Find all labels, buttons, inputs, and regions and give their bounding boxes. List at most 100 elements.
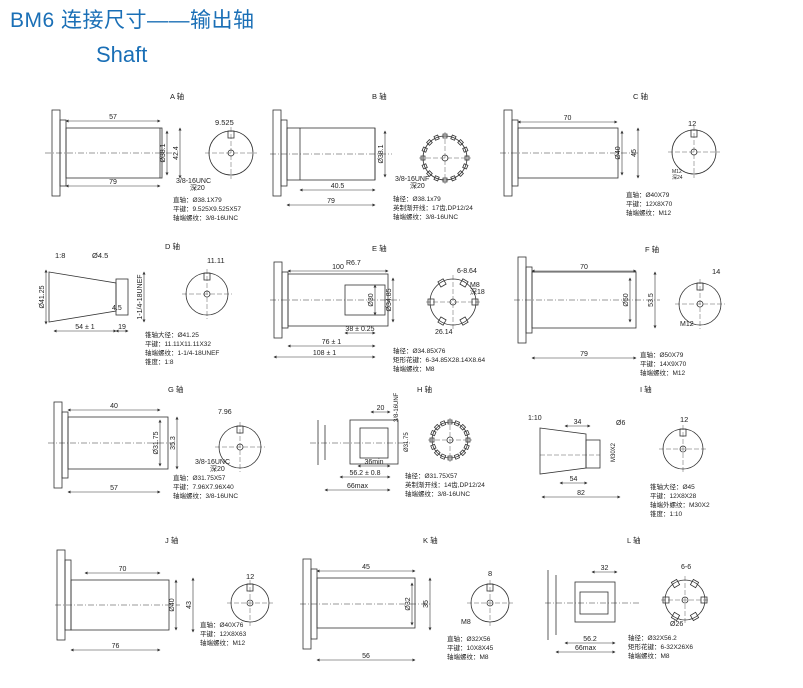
dimension-label: 34 [574, 419, 582, 426]
dim-label: 3/8-16UNF [394, 392, 400, 422]
spline-tooth [453, 420, 461, 427]
mounting-flange [272, 109, 282, 197]
dim-label: 7.96 [218, 409, 232, 416]
spline-tooth [670, 578, 681, 589]
spline-tooth [433, 175, 440, 182]
spec-line: 轴径：Ø34.85X76 [393, 346, 446, 355]
spline-tooth [459, 316, 469, 326]
dimension-label: 20 [377, 405, 385, 412]
dimension-label: 76 ± 1 [322, 339, 342, 346]
dimension-label: Ø50 [623, 293, 630, 306]
dim-label: M30X2 [611, 442, 617, 462]
spline-tooth [462, 146, 469, 153]
dim-label: 14 [712, 267, 720, 276]
spline-tooth [426, 139, 433, 146]
spline-tooth [433, 449, 441, 457]
spec-line: 轴端螺纹：3/8-16UNC [173, 491, 238, 500]
spec-line: 平键：10X8X45 [447, 643, 494, 652]
dimension-label: 56 [362, 653, 370, 660]
pilot [280, 119, 288, 187]
dim-label: 12 [680, 415, 688, 424]
dimension-label: 70 [119, 566, 127, 573]
dim-label: 深20 [210, 464, 225, 473]
spec-line: 矩形花键：6-32X26X6 [628, 642, 693, 651]
spec-line: 轴径：Ø31.75X57 [405, 471, 458, 480]
dimension-label: 32 [601, 565, 609, 572]
dim-label: 26.14 [435, 329, 453, 336]
dimension-label: Ø38.1 [378, 144, 385, 163]
dimension-label: Ø38.1 [160, 143, 167, 162]
dimension-label: 54 [570, 476, 578, 483]
dimension-label: 42.4 [173, 146, 180, 160]
shaft-label-C: C 轴 [633, 91, 648, 101]
pilot [61, 411, 69, 479]
mounting-flange [53, 401, 63, 489]
spec-line: 轴端螺纹：M12 [200, 638, 246, 647]
spline-tooth [670, 611, 681, 622]
dim-label: Ø31.75 [404, 432, 410, 452]
pilot [64, 559, 72, 631]
spec-line: 轴径：Ø38.1x79 [393, 194, 441, 203]
spec-line: 平键：9.525X9.525X57 [173, 204, 241, 213]
dim-label: 6-6 [681, 564, 691, 571]
dim-label: 深18 [470, 287, 485, 296]
spline-section-E [344, 284, 386, 316]
dimension-label: 100 [332, 264, 344, 271]
spline-tooth [459, 423, 467, 431]
shaft-body-H [349, 419, 399, 465]
spline-tooth [457, 139, 464, 146]
dimension-label: 40.5 [331, 183, 345, 190]
dimension-label: 56.2 [583, 636, 597, 643]
dimension-label: 19 [118, 324, 126, 331]
dimension-label: Ø40 [169, 598, 176, 611]
dim-label: 深20 [410, 181, 425, 190]
dimension-label: 66max [575, 645, 597, 652]
spline-tooth [450, 175, 457, 182]
spline-tooth [689, 578, 700, 589]
dim-label: 8 [488, 569, 492, 578]
spec-line: 直轴：Ø50X79 [640, 350, 684, 359]
spline-tooth [689, 611, 700, 622]
spec-line: 轴端螺纹：1-1/4-18UNEF [145, 348, 219, 357]
spline-tooth [457, 170, 464, 177]
spline-tooth [439, 420, 447, 427]
shaft-label-K: K 轴 [423, 535, 438, 545]
spec-line: 直轴：Ø31.75X57 [173, 473, 226, 482]
spec-line: 轴端螺纹：M8 [393, 364, 435, 373]
shaft-label-L: L 轴 [627, 535, 640, 545]
spec-line: 矩形花键：6-34.85X28.14X8.64 [393, 355, 486, 364]
spline-tooth [459, 278, 469, 288]
dimension-label: 79 [580, 351, 588, 358]
spline-tooth [462, 163, 469, 170]
shaft-label-H: H 轴 [417, 384, 432, 394]
spec-line: 轴端螺纹：M12 [640, 368, 686, 377]
shaft-label-G: G 轴 [168, 384, 183, 394]
spec-line: 平键：12X8X70 [626, 199, 673, 208]
dimension-label: Ø34.85 [386, 288, 393, 311]
dimension-label: 45 [631, 149, 638, 157]
spec-line: 直轴：Ø32X56 [447, 634, 491, 643]
bore-H [359, 427, 389, 459]
dimension-label: 38 ± 0.25 [345, 326, 374, 333]
spec-line: 轴径：Ø32X56.2 [628, 633, 677, 642]
dimension-label: Ø41.25 [39, 285, 46, 308]
spline-tooth [433, 134, 440, 141]
tapered-shaft-D [48, 271, 117, 323]
spline-tooth [430, 429, 437, 437]
dimension-label: 36min [364, 459, 383, 466]
shaft-body-A [65, 127, 163, 179]
spline-tooth [450, 134, 457, 141]
dimension-label: 43 [186, 601, 193, 609]
dim-label: 1:10 [528, 415, 542, 422]
spec-line: 平键：12X8X63 [200, 629, 247, 638]
spline-tooth [463, 429, 470, 437]
spec-line: 平键：12X8X28 [650, 491, 697, 500]
spec-line: 锥度：1:8 [145, 357, 174, 366]
spec-line: 轴端螺纹：3/8-16UNC [405, 489, 470, 498]
spline-tooth [439, 453, 447, 460]
dimension-label: 54 ± 1 [75, 324, 95, 331]
spline-tooth [421, 163, 428, 170]
shaft-body-L [574, 581, 616, 623]
spec-line: 直轴：Ø40X76 [200, 620, 244, 629]
spline-tooth [463, 443, 470, 451]
